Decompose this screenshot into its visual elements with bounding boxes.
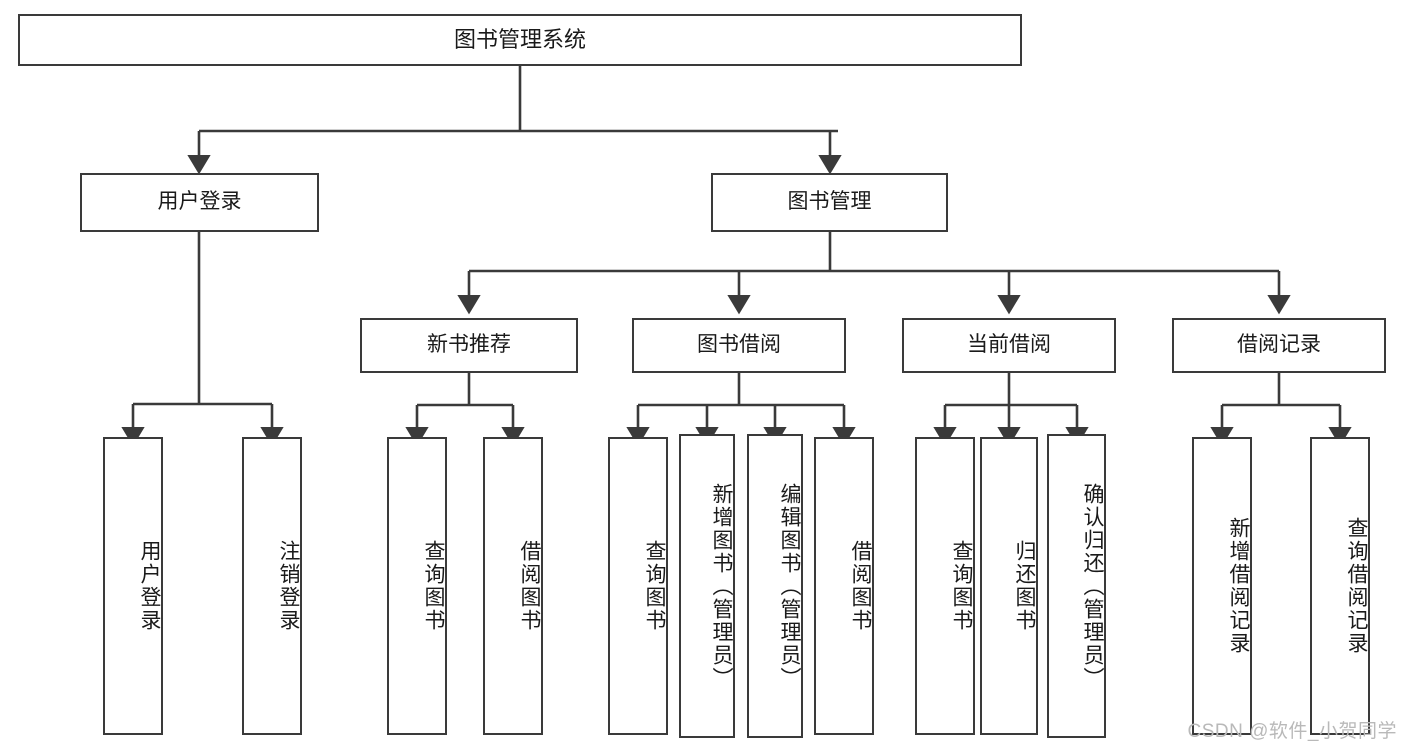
leaf-user-login[interactable]: 用户登录 bbox=[103, 437, 163, 735]
leaf-borrow-book-recommend[interactable]: 借阅图书 bbox=[483, 437, 543, 735]
leaf-add-book-admin[interactable]: 新增图书（管理员） bbox=[679, 434, 735, 738]
node-label: 用户登录 bbox=[138, 540, 161, 632]
node-new-book-recommend[interactable]: 新书推荐 bbox=[360, 318, 578, 373]
node-label: 查询图书 bbox=[950, 540, 973, 632]
watermark: CSDN @软件_小贺同学 bbox=[1187, 721, 1397, 742]
node-borrow-record[interactable]: 借阅记录 bbox=[1172, 318, 1386, 373]
node-label: 新书推荐 bbox=[427, 333, 511, 357]
leaf-query-borrow-record[interactable]: 查询借阅记录 bbox=[1310, 437, 1370, 735]
leaf-edit-book-admin[interactable]: 编辑图书（管理员） bbox=[747, 434, 803, 738]
leaf-query-book-current[interactable]: 查询图书 bbox=[915, 437, 975, 735]
node-current-borrow[interactable]: 当前借阅 bbox=[902, 318, 1116, 373]
node-label: 图书管理系统 bbox=[453, 27, 586, 53]
node-user-login[interactable]: 用户登录 bbox=[80, 173, 319, 232]
node-label: 当前借阅 bbox=[967, 333, 1051, 357]
node-book-borrow[interactable]: 图书借阅 bbox=[632, 318, 846, 373]
node-label: 新增借阅记录 bbox=[1227, 517, 1250, 655]
node-book-management[interactable]: 图书管理 bbox=[711, 173, 948, 232]
leaf-borrow-book[interactable]: 借阅图书 bbox=[814, 437, 874, 735]
node-label: 借阅图书 bbox=[849, 540, 872, 632]
leaf-query-book-recommend[interactable]: 查询图书 bbox=[387, 437, 447, 735]
leaf-return-book[interactable]: 归还图书 bbox=[980, 437, 1038, 735]
node-label: 用户登录 bbox=[157, 190, 242, 214]
node-label: 借阅图书 bbox=[518, 540, 541, 632]
node-label: 注销登录 bbox=[277, 540, 300, 632]
node-root-system[interactable]: 图书管理系统 bbox=[18, 14, 1022, 66]
node-label: 图书借阅 bbox=[697, 333, 781, 357]
node-label: 查询图书 bbox=[643, 540, 666, 632]
node-label: 新增图书（管理员） bbox=[710, 482, 733, 690]
leaf-add-borrow-record[interactable]: 新增借阅记录 bbox=[1192, 437, 1252, 735]
node-label: 借阅记录 bbox=[1237, 333, 1321, 357]
leaf-query-book-borrow[interactable]: 查询图书 bbox=[608, 437, 668, 735]
node-label: 查询图书 bbox=[422, 540, 445, 632]
leaf-logout[interactable]: 注销登录 bbox=[242, 437, 302, 735]
node-label: 确认归还（管理员） bbox=[1081, 482, 1104, 690]
node-label: 图书管理 bbox=[787, 190, 872, 214]
node-label: 查询借阅记录 bbox=[1345, 517, 1368, 655]
leaf-confirm-return-admin[interactable]: 确认归还（管理员） bbox=[1047, 434, 1106, 738]
node-label: 归还图书 bbox=[1013, 540, 1036, 632]
node-label: 编辑图书（管理员） bbox=[778, 482, 801, 690]
